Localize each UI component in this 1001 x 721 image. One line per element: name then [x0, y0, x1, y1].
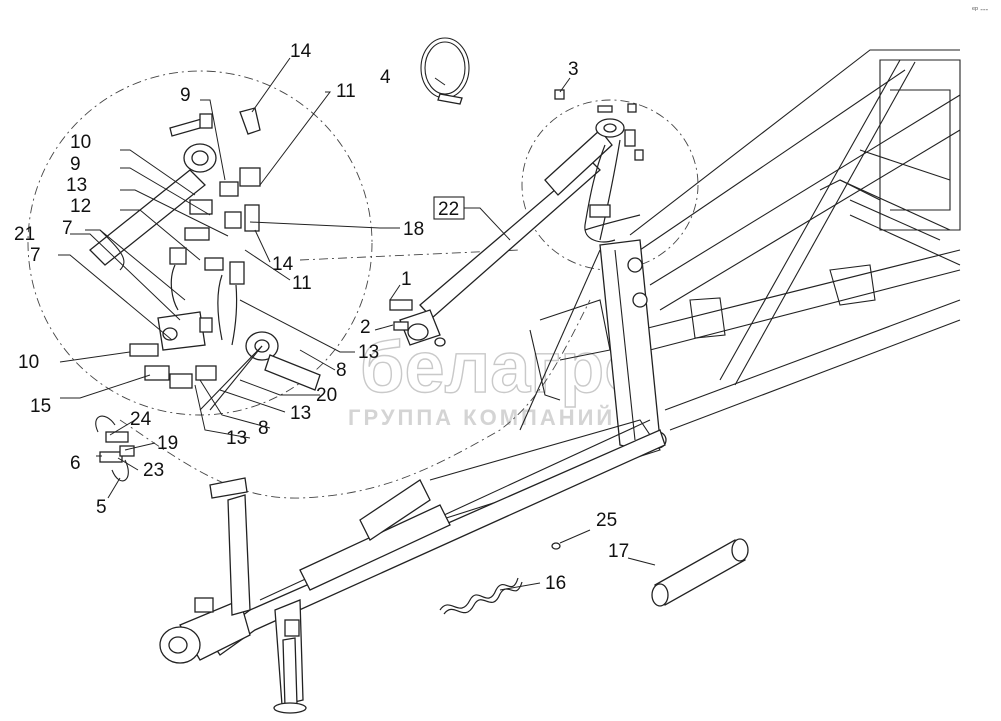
callout-13-mid: 13 — [290, 403, 311, 424]
callout-10-top: 10 — [70, 132, 91, 153]
detail-circle-left — [27, 70, 373, 416]
hydraulic-cylinder — [399, 118, 625, 346]
callout-10-low: 10 — [18, 352, 39, 373]
callout-24: 24 — [130, 409, 152, 430]
drawbar — [159, 419, 666, 714]
callout-17: 17 — [608, 541, 629, 562]
pin-part-1 — [389, 299, 413, 311]
left-detail-parts — [89, 107, 321, 411]
hose-clamp — [420, 37, 470, 105]
callout-3: 3 — [568, 59, 579, 80]
callout-22-box: 22 — [433, 196, 465, 220]
spiral-spring — [439, 577, 523, 615]
washer-part-2 — [393, 321, 409, 331]
callout-16: 16 — [545, 573, 566, 594]
callout-14-top: 14 — [290, 41, 312, 62]
callout-5: 5 — [96, 497, 107, 518]
watermark-tagline: ГРУППА КОМПАНИЙ — [348, 405, 615, 430]
callout-7-a: 7 — [62, 218, 73, 239]
callout-19: 19 — [157, 433, 178, 454]
callout-13-bottom: 13 — [226, 428, 247, 449]
callout-12: 12 — [70, 196, 91, 217]
callout-8-right: 8 — [336, 360, 347, 381]
watermark: белагро ГРУППА КОМПАНИЙ — [348, 327, 649, 430]
callout-8-low: 8 — [258, 418, 269, 439]
callout-23: 23 — [143, 460, 164, 481]
callout-22: 22 — [438, 199, 459, 220]
callout-9-top: 9 — [180, 85, 191, 106]
callout-1: 1 — [401, 269, 412, 290]
quick-couplers — [95, 415, 135, 482]
callout-9-mid: 9 — [70, 154, 81, 175]
callout-13-right: 13 — [358, 342, 379, 363]
callout-13-left: 13 — [66, 175, 87, 196]
callout-2: 2 — [360, 317, 371, 338]
callout-labels: 14 9 11 10 9 13 12 21 7 7 18 14 11 10 15… — [14, 41, 629, 594]
protective-tube — [651, 538, 749, 607]
sprayer-boom-frame — [429, 49, 961, 521]
corner-mark: ᵉᵖ --- — [972, 5, 989, 14]
callout-4: 4 — [380, 67, 391, 88]
hose-route-dashed — [119, 299, 591, 499]
watermark-brand: белагро — [360, 328, 648, 408]
callout-14-low: 14 — [272, 254, 294, 275]
callout-11-top: 11 — [336, 81, 356, 102]
small-nut — [551, 542, 561, 550]
callout-21: 21 — [14, 224, 35, 245]
callout-18: 18 — [403, 219, 424, 240]
callout-25: 25 — [596, 510, 617, 531]
callout-11-low: 11 — [292, 273, 312, 294]
callout-20: 20 — [316, 385, 337, 406]
callout-7-b: 7 — [30, 245, 41, 266]
right-detail-hoses — [554, 89, 644, 243]
nut-part — [434, 337, 446, 347]
callout-15: 15 — [30, 396, 51, 417]
leader-lines — [58, 57, 656, 591]
callout-6: 6 — [70, 453, 81, 474]
